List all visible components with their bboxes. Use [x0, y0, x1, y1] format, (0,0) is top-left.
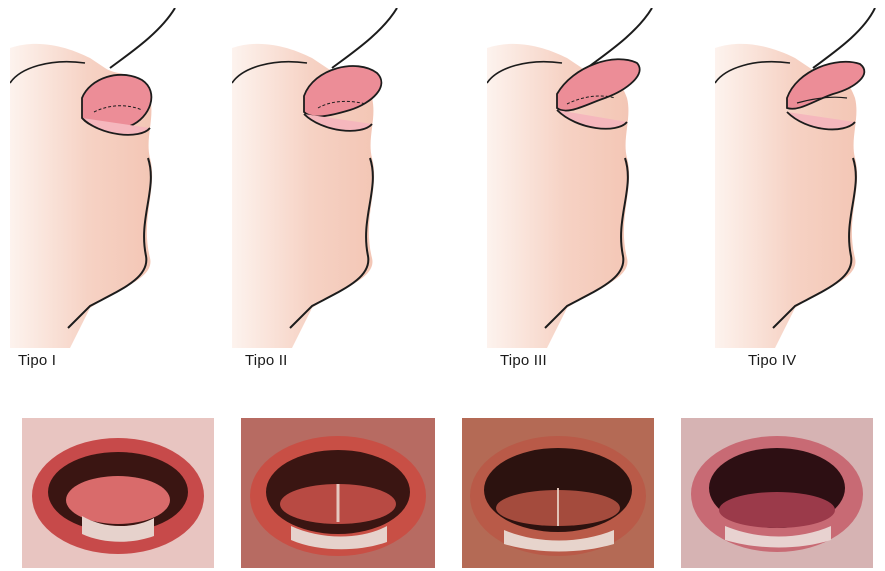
photo-type-2	[241, 418, 435, 568]
photo-type-4	[681, 418, 873, 568]
type-label-2: Tipo II	[245, 352, 288, 369]
photo-type-3	[462, 418, 654, 568]
type-label-3: Tipo III	[500, 352, 547, 369]
illustration-type-3	[487, 8, 687, 348]
illustration-type-1	[10, 8, 210, 348]
illustration-type-2	[232, 8, 432, 348]
type-label-1: Tipo I	[18, 352, 56, 369]
photo-type-1	[22, 418, 214, 568]
type-label-4: Tipo IV	[748, 352, 796, 369]
illustration-type-4	[715, 8, 885, 348]
face-outline	[110, 8, 175, 68]
